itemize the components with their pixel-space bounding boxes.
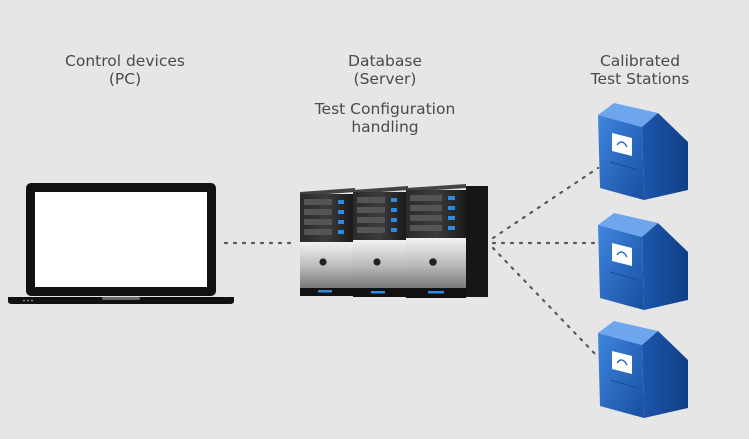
connection-lines xyxy=(223,166,600,359)
test-station-icon xyxy=(598,103,688,200)
server-station-bottom-connection xyxy=(491,246,600,359)
calibrated-test-stations-label: Calibrated Test Stations xyxy=(590,52,690,88)
laptop-icon xyxy=(8,183,234,304)
server-unit-3 xyxy=(406,190,466,298)
database-label: Database (Server) xyxy=(348,52,422,88)
server-unit-2 xyxy=(353,192,406,297)
server-station-top-connection xyxy=(491,166,600,240)
server-unit-1 xyxy=(300,194,353,296)
test-station-icon xyxy=(598,321,688,418)
control-devices-label: Control devices (PC) xyxy=(65,52,185,88)
test-configuration-label: Test Configuration handling xyxy=(314,100,456,136)
test-station-icon xyxy=(598,213,688,310)
server-rack-icon xyxy=(300,184,488,298)
